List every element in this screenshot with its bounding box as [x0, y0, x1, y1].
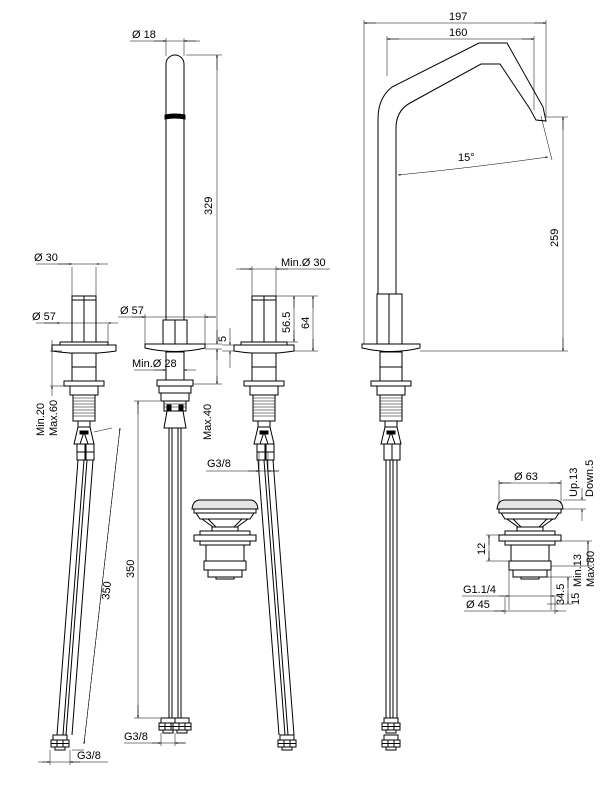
dim-hose-left: 350	[100, 581, 114, 601]
side-view-dimensions: 197 160 15° 259	[363, 11, 568, 352]
center-spout-dimensions: Ø 18 329 Ø 57 Min.Ø 28 Max.40 350	[118, 29, 222, 746]
dim-valve-height: 64	[300, 317, 312, 329]
dim-waste-345: 34.5	[555, 584, 567, 605]
right-hoses	[257, 459, 297, 751]
dim-valve-mount-min: Min.20	[35, 403, 47, 436]
dim-valve-width: Ø 30	[34, 252, 58, 264]
dim-spout-tube: Ø 18	[132, 29, 156, 41]
dim-waste-15: 15	[570, 593, 582, 605]
dim-spout-height: 329	[203, 197, 215, 215]
dim-waste-thread: G1.1/4	[463, 584, 496, 596]
dim-valve-mount-max: Max.60	[48, 400, 60, 436]
dim-base-gap: 5	[217, 336, 229, 342]
left-valve	[51, 295, 117, 461]
dim-spout-mount-max: Max.40	[202, 404, 214, 440]
dim-waste-max: Max.80	[585, 551, 597, 587]
dim-valve-hole: Min.Ø 30	[281, 257, 326, 269]
dim-spout-hole: Min.Ø 28	[132, 358, 177, 370]
waste-detail-dimensions: Ø 63 Up.13 Down.5 12 Min.13 Max.80 G1.1/…	[462, 460, 597, 614]
dim-tilt: 15°	[458, 152, 475, 164]
dim-valve-base: Ø 57	[32, 311, 56, 323]
dim-side-height: 259	[549, 229, 561, 247]
left-hoses	[50, 459, 94, 751]
popup-waste	[191, 499, 259, 580]
left-valve-dimensions: Ø 30 Ø 57 Min.20 Max.60 350 G3/8	[32, 252, 121, 765]
dim-waste-dia: Ø 45	[466, 599, 490, 611]
dim-inner-reach: 160	[449, 27, 467, 39]
right-valve	[233, 295, 295, 461]
dim-thread-mid: G3/8	[124, 731, 148, 743]
dim-thread-right: G3/8	[207, 458, 231, 470]
dim-spout-base: Ø 57	[120, 305, 144, 317]
dim-cap-down: Down.5	[584, 460, 596, 497]
dim-cap-up: Up.13	[568, 468, 580, 497]
waste-detail	[496, 499, 564, 580]
dim-handle-height: 56.5	[281, 312, 293, 333]
side-view-faucet	[361, 42, 547, 751]
dim-waste-min: Min.13	[572, 554, 584, 587]
right-valve-dimensions: Min.Ø 30 56.5 64 5 G3/8	[206, 257, 330, 474]
dim-waste-12: 12	[476, 543, 488, 555]
dim-cap-dia: Ø 63	[514, 471, 538, 483]
dim-outer-reach: 197	[449, 11, 467, 23]
dim-thread-left: G3/8	[77, 750, 101, 762]
dim-rod-length: 350	[125, 560, 137, 578]
center-spout	[144, 54, 206, 734]
